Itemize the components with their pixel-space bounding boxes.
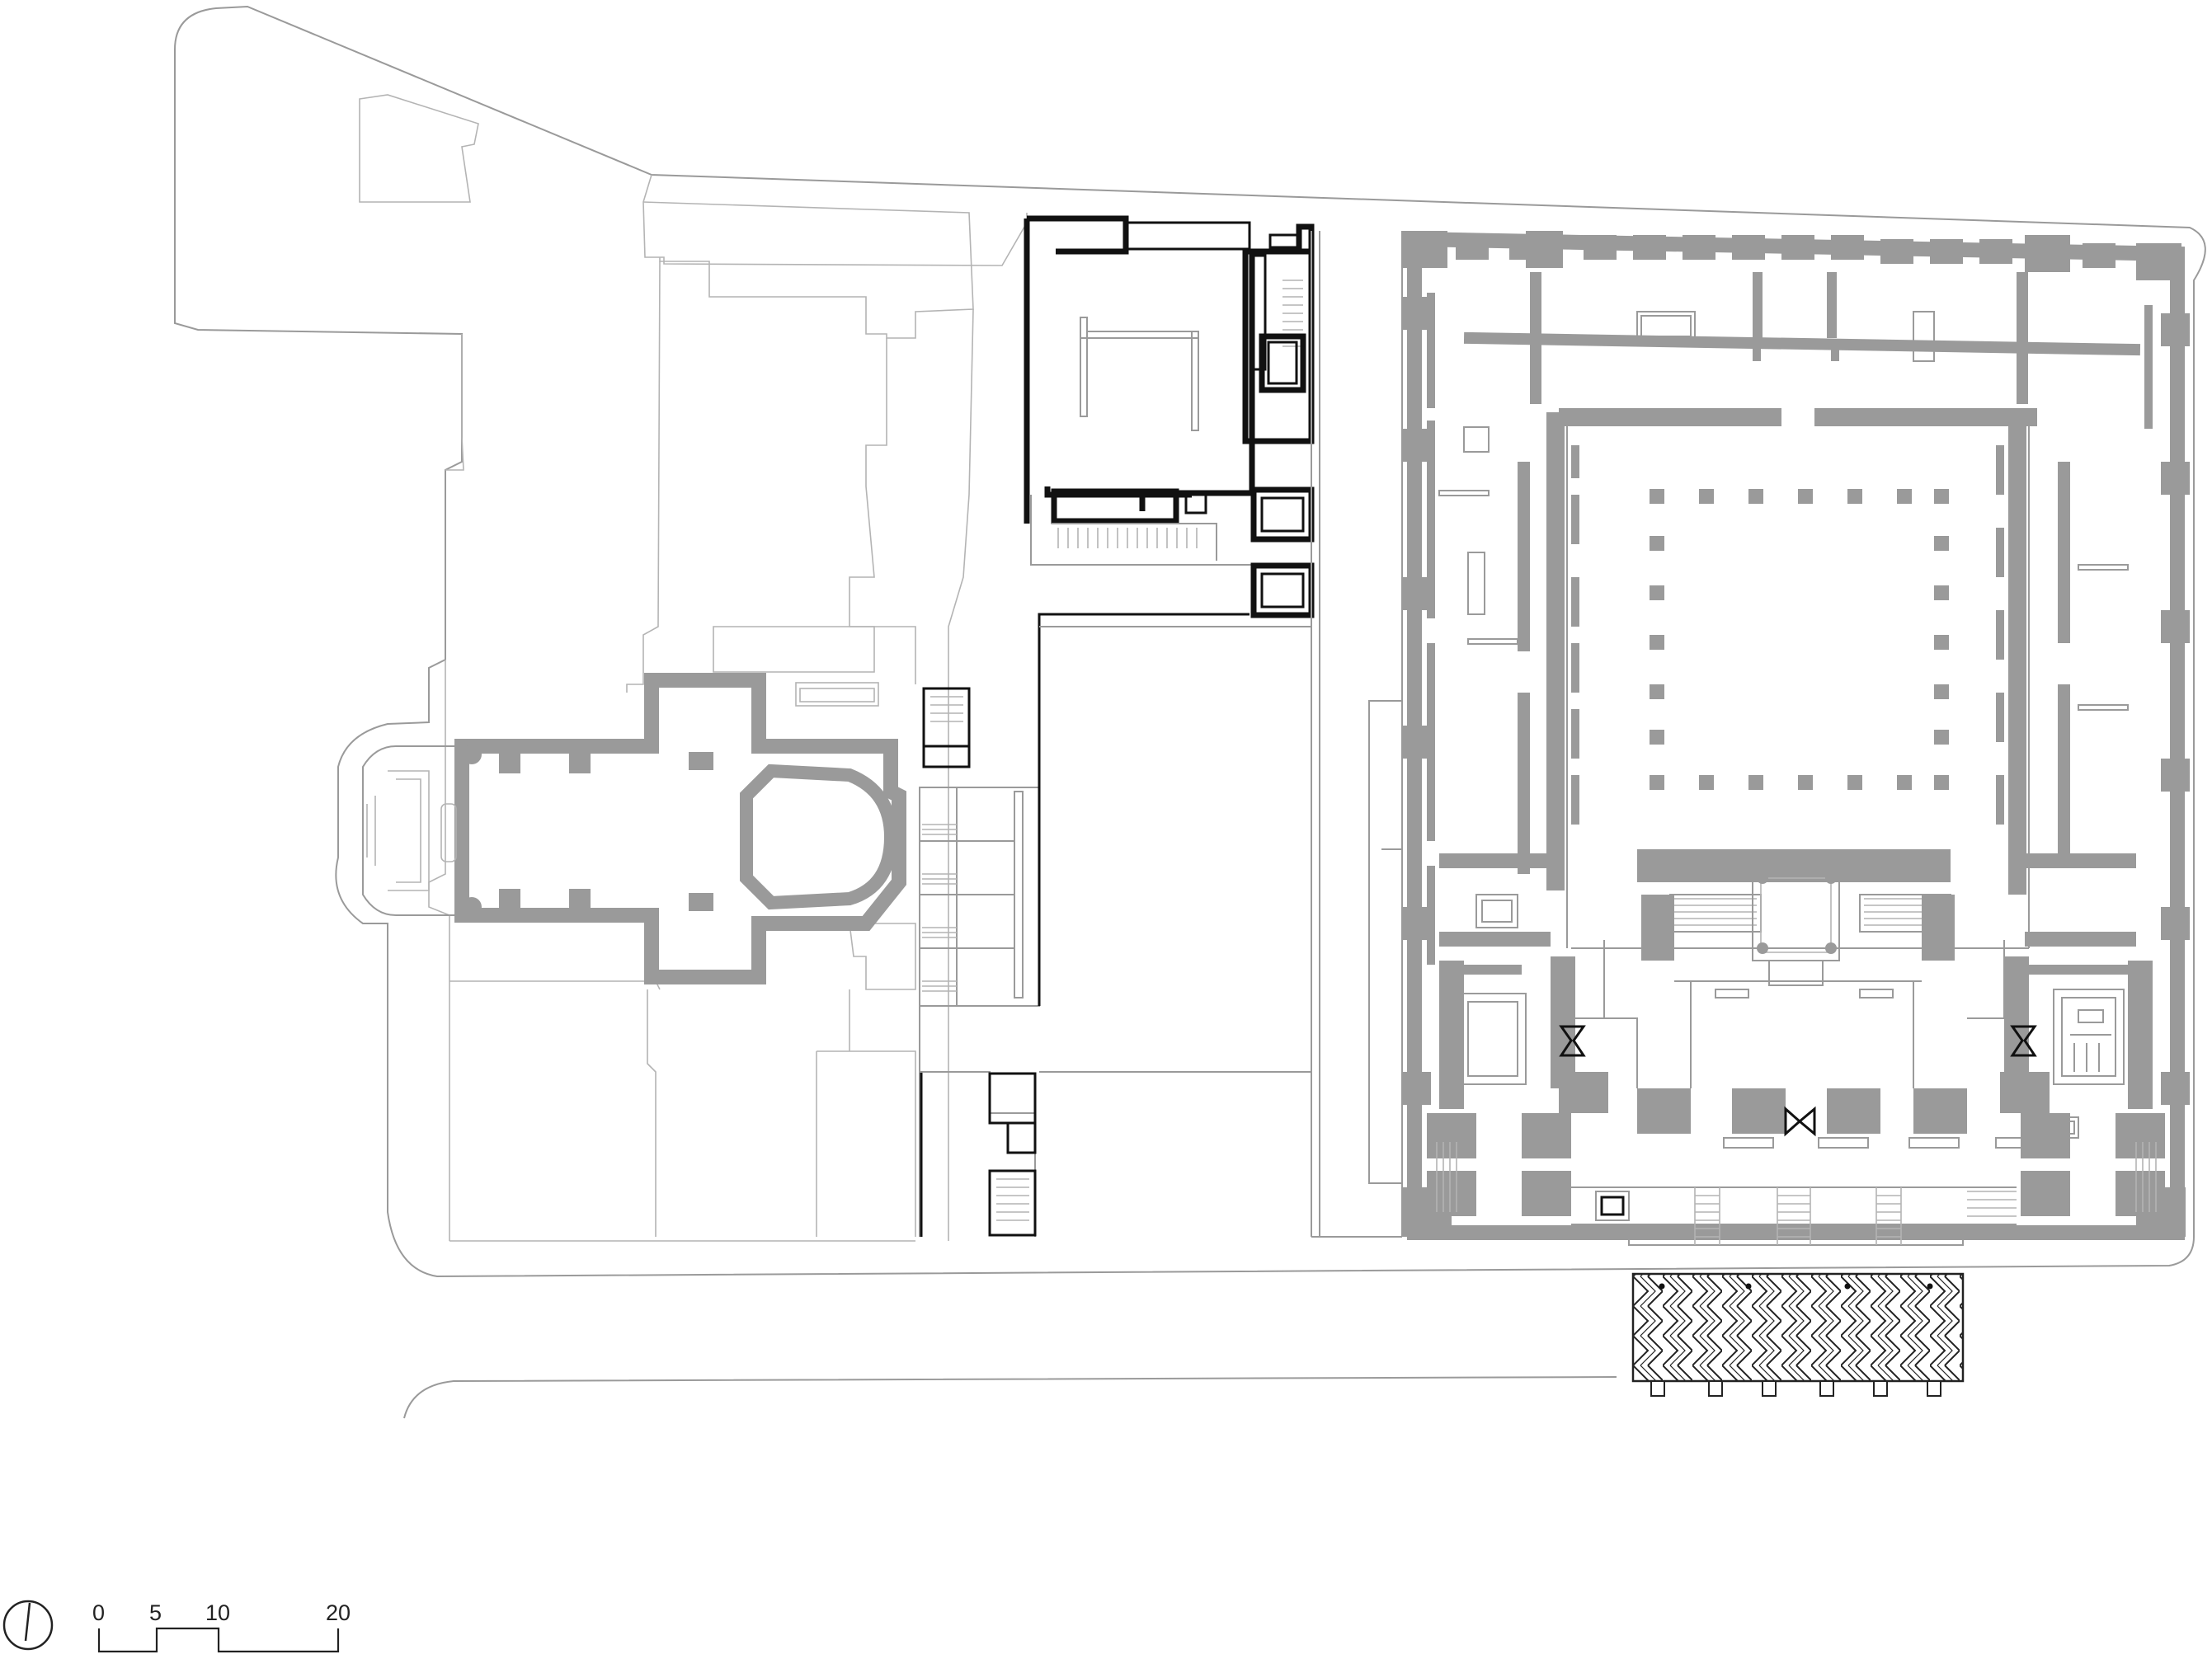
scale-tick-5: 5	[149, 1600, 162, 1625]
entrance-canopy	[1631, 1272, 1965, 1397]
courtyard	[920, 231, 1403, 1238]
church-plan	[362, 673, 906, 984]
grand-staircase	[1637, 849, 1955, 986]
neighbouring-buildings	[359, 94, 1028, 1242]
scale-tick-0: 0	[92, 1600, 105, 1625]
scale-tick-10: 10	[205, 1600, 230, 1625]
scale-bar: 0 5 10 20	[92, 1600, 351, 1653]
palazzo-plan	[1402, 231, 2190, 1246]
new-building	[1024, 215, 1320, 1237]
site-boundary	[174, 5, 2206, 1419]
small-stair	[922, 687, 971, 768]
north-arrow-icon	[2, 1600, 54, 1651]
courtyard-piers	[1650, 489, 1949, 790]
scale-tick-20: 20	[326, 1600, 351, 1625]
central-corridor	[919, 787, 1040, 1237]
